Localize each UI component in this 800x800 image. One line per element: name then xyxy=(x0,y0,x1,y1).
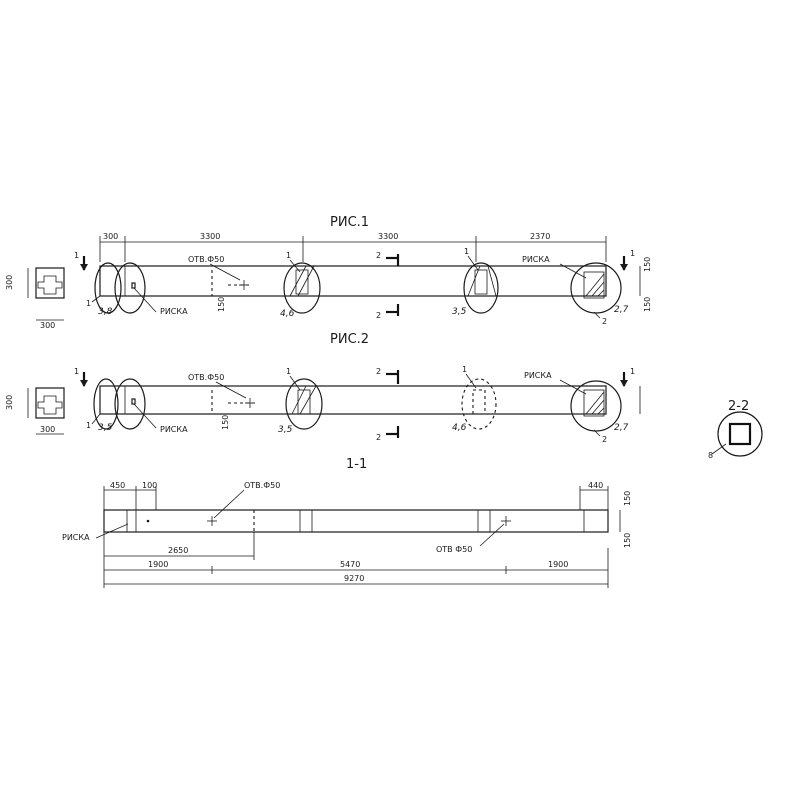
s11-dim-9270: 9270 xyxy=(344,574,364,583)
fig1-hole: ОТВ.Ф50 xyxy=(188,255,250,296)
section-2-2: 2-2 8 xyxy=(708,399,763,460)
figure-1-title: РИС.1 xyxy=(330,215,369,230)
fig2-section-1: 1 xyxy=(74,367,79,376)
section-2-2-title: 2-2 xyxy=(728,399,749,414)
fig2-section-1-marker: 1 xyxy=(74,367,88,387)
fig2-mark-label: РИСКА xyxy=(160,425,188,434)
fig1-dim-2370: 2370 xyxy=(530,232,550,241)
fig2-beam xyxy=(99,385,607,415)
fig2-callout-2: 2 xyxy=(602,435,607,444)
fig2-hole: ОТВ.Ф50 xyxy=(188,373,256,414)
s11-mark-label: РИСКА xyxy=(62,533,90,542)
s11-dim-2650: 2650 xyxy=(168,546,188,555)
section-2-2-callout-8: 8 xyxy=(708,451,713,460)
s11-dim-1900b: 1900 xyxy=(548,560,568,569)
fig2-node-oval-d xyxy=(461,378,497,430)
fig1-mark-label: РИСКА xyxy=(160,307,188,316)
fig1-node-35: 3,5 xyxy=(452,307,467,317)
fig1-dim-300: 300 xyxy=(103,232,118,241)
fig1-dim-150-left: 150 xyxy=(217,297,226,312)
s11-dim-100: 100 xyxy=(142,481,157,490)
s11-dim-5470: 5470 xyxy=(340,560,360,569)
s11-dim-450: 450 xyxy=(110,481,125,490)
fig1-section-1: 1 xyxy=(74,251,79,260)
fig1-section-2-marker: 2 2 xyxy=(376,251,400,320)
fig1-hole-label: ОТВ.Ф50 xyxy=(188,255,224,264)
fig1-dim-3300b: 3300 xyxy=(378,232,398,241)
section-1-1-title: 1-1 xyxy=(346,457,367,472)
s11-dim-150b: 150 xyxy=(623,533,632,548)
fig1-dim-150-right-a: 150 xyxy=(643,257,652,272)
s11-hole-left: ОТВ.Ф50 xyxy=(207,481,280,526)
s11-hole-label-bottom: ОТВ Ф50 xyxy=(436,545,472,554)
fig1-cs-300-w: 300 xyxy=(40,321,55,330)
fig2-node-35b: 3,5 xyxy=(278,425,293,435)
fig1-section-2: 2 xyxy=(376,251,381,260)
fig2-cs-300-w: 300 xyxy=(40,425,55,434)
figure-2: РИС.2 300 300 1 1 xyxy=(5,332,641,444)
fig2-mark-label-right: РИСКА xyxy=(524,371,552,380)
fig1-beam xyxy=(99,265,607,297)
fig1-section-1b: 1 xyxy=(630,249,635,258)
s11-dim-440: 440 xyxy=(588,481,603,490)
fig1-callout-2: 2 xyxy=(602,317,607,326)
fig1-callout-1c: 1 xyxy=(86,299,91,308)
fig2-hole-label: ОТВ.Ф50 xyxy=(188,373,224,382)
fig1-cross-section: 300 300 xyxy=(5,267,65,330)
fig2-cross-section: 300 300 xyxy=(5,387,65,435)
fig2-node-46: 4,6 xyxy=(452,423,467,433)
figure-2-title: РИС.2 xyxy=(330,332,369,347)
fig2-section-1b-marker: 1 xyxy=(620,367,635,387)
fig1-callout-1b: 1 xyxy=(464,247,469,256)
fig1-node-oval-c xyxy=(283,262,321,314)
fig1-node-circle-end xyxy=(570,262,622,314)
fig2-section-2: 2 xyxy=(376,367,381,376)
fig1-section-2b: 2 xyxy=(376,311,381,320)
fig1-node-46: 4,6 xyxy=(280,309,295,319)
fig2-node-oval-c xyxy=(285,378,323,430)
s11-beam xyxy=(103,509,609,533)
fig1-node-27: 2,7 xyxy=(614,305,629,315)
fig2-dim-150-left: 150 xyxy=(221,415,230,430)
fig1-node-oval-a xyxy=(94,262,122,314)
s11-hole-label-top: ОТВ.Ф50 xyxy=(244,481,280,490)
fig2-node-oval-b xyxy=(114,378,146,430)
fig2-node-35a: 3,5 xyxy=(98,423,113,433)
fig2-section-2b: 2 xyxy=(376,433,381,442)
fig1-section-1b-marker: 1 xyxy=(620,249,635,271)
fig1-top-dimensions: 300 3300 3300 2370 xyxy=(99,232,607,262)
fig1-mark-label-right: РИСКА xyxy=(522,255,550,264)
fig2-callout-1b: 1 xyxy=(462,365,467,374)
s11-hole-right: ОТВ Ф50 xyxy=(436,516,511,554)
fig1-dim-3300a: 3300 xyxy=(200,232,220,241)
fig1-section-1-marker: 1 xyxy=(74,251,88,271)
fig2-section-1b: 1 xyxy=(630,367,635,376)
fig1-node-oval-d xyxy=(463,262,499,314)
s11-dim-150a: 150 xyxy=(623,491,632,506)
fig2-node-27: 2,7 xyxy=(614,423,629,433)
fig1-node-38: 3,8 xyxy=(98,307,113,317)
fig2-callout-1a: 1 xyxy=(286,367,291,376)
fig2-node-circle-end xyxy=(570,380,622,432)
fig2-callout-1c: 1 xyxy=(86,421,91,430)
fig1-cs-300-h: 300 xyxy=(5,275,14,290)
fig2-node-oval-a xyxy=(93,378,119,430)
s11-dim-1900a: 1900 xyxy=(148,560,168,569)
figure-1: РИС.1 300 3300 3300 2370 300 300 xyxy=(5,215,652,330)
fig2-cs-300-h: 300 xyxy=(5,395,14,410)
section-1-1: 1-1 450 100 440 ОТВ.Ф50 xyxy=(62,457,632,588)
fig1-node-oval-b xyxy=(114,262,146,314)
fig1-dim-150-right-b: 150 xyxy=(643,297,652,312)
fig1-callout-1a: 1 xyxy=(286,251,291,260)
fig2-node-details xyxy=(131,385,605,417)
fig2-section-2-marker: 2 2 xyxy=(376,367,400,442)
fig1-node-details xyxy=(131,265,605,299)
